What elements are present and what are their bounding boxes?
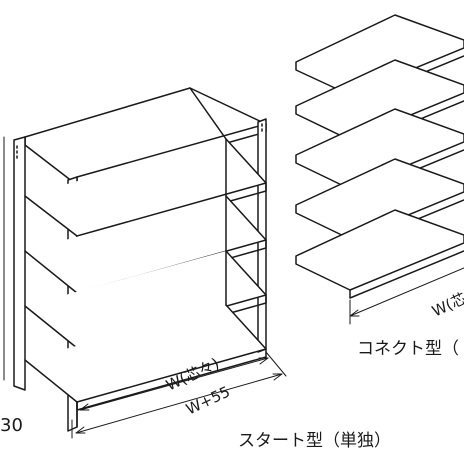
width-center-line [79,357,269,411]
width-center-arrow-left [79,403,90,411]
connect-shelf-1 [295,14,464,96]
connect-type-shelves [295,14,464,299]
connect-shelf-2 [295,59,464,141]
connect-type-caption: コネクト型（ [357,339,459,359]
connect-shelf-5 [295,209,464,291]
line-art [3,14,464,439]
back-edge [189,87,227,306]
connect-shelf-4 [295,158,464,240]
connect-shelf-5-lip [349,250,464,299]
shelf-bottom-lip [76,348,267,411]
start-type-shelf-unit [13,87,267,432]
shelf-bottom [24,304,267,403]
left-rear-upright [13,136,26,391]
width-extension-right [265,351,287,377]
start-type-caption: スタート型（単独） [238,431,391,451]
start-width-dimension [71,351,287,439]
shelf-2 [24,138,267,237]
connect-width-dimension [349,267,464,325]
height-dimension-label: 30 [0,415,23,436]
width-total-arrow-left [75,426,86,434]
connect-width-arrow-left [349,309,360,317]
connect-shelf-3 [295,108,464,190]
width-center-arrow-right [258,357,269,365]
width-total-arrow-right [272,373,283,381]
connect-width-line [349,267,464,317]
width-total-line [75,373,283,434]
